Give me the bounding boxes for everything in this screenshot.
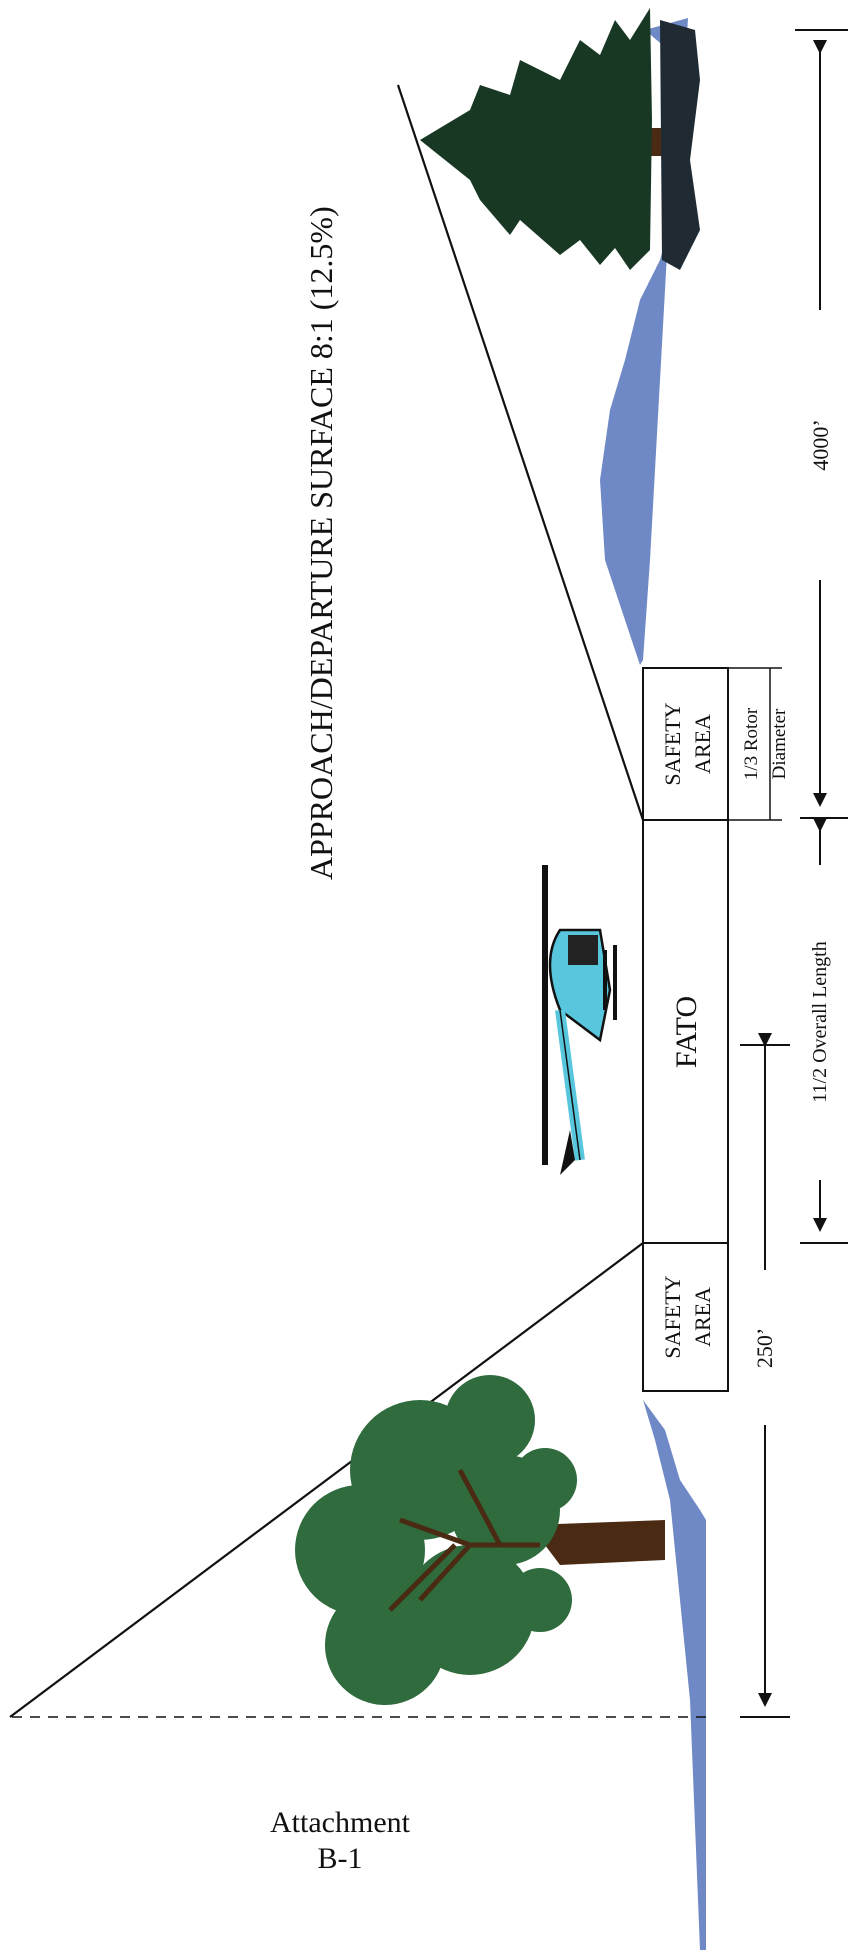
safety-area-bottom-box: [642, 1242, 729, 1392]
ground-right: [600, 18, 688, 665]
fato-label: FATO: [670, 996, 703, 1068]
caption-line-1: Attachment: [270, 1806, 410, 1839]
approach-surface-line-left: [9, 1242, 644, 1718]
ground-left: [643, 1400, 706, 1950]
safety-area-bottom-label-2: AREA: [690, 1287, 715, 1347]
caption-line-2: B-1: [317, 1842, 363, 1875]
overall-length-label: 11/2 Overall Length: [809, 941, 831, 1102]
safety-area-top-label-1: SAFETY: [660, 702, 685, 785]
rotor-label-1: 1/3 Rotor: [741, 707, 762, 780]
rotor-bracket: [728, 667, 782, 821]
diagram-title: APPROACH/DEPARTURE SURFACE 8:1 (12.5%): [303, 206, 339, 880]
dim-250-label: 250’: [752, 1328, 777, 1368]
helicopter-icon: [542, 865, 617, 1175]
approach-surface-line-right: [396, 84, 645, 821]
rotor-label-2: Diameter: [769, 708, 790, 779]
dim-4000-label: 4000’: [808, 419, 833, 470]
pine-tree-icon: [420, 8, 700, 270]
deciduous-tree-icon: [295, 1375, 665, 1705]
safety-area-bottom-label-1: SAFETY: [660, 1275, 685, 1358]
safety-area-top-label-2: AREA: [690, 714, 715, 774]
safety-area-top-box: [642, 667, 729, 821]
caption: Attachment B-1: [220, 1805, 460, 1877]
